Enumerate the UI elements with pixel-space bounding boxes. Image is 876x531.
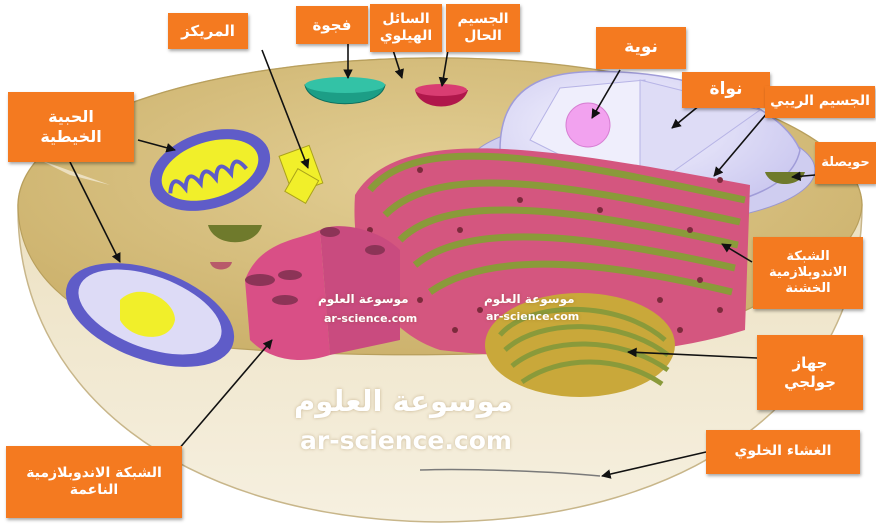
watermark-big-title: موسوعة العلوم [294, 384, 513, 418]
label-smooth-er: الشبكة الاندوبلازمية الناعمة [6, 446, 182, 518]
label-vesicle: حويصلة [815, 142, 876, 184]
label-vacuole: فجوة [296, 6, 368, 44]
label-nucleolus: نوية [596, 27, 686, 69]
label-mitochondrion: الحبية الخيطية [8, 92, 134, 162]
label-cytosol: السائل الهيلوي [370, 4, 442, 52]
label-cell-membrane: الغشاء الخلوي [706, 430, 860, 474]
golgi-apparatus [485, 293, 675, 397]
label-rough-er: الشبكة الاندوبلازمية الخشنة [753, 237, 863, 309]
watermark-small-title-left: موسوعة العلوم [318, 292, 409, 306]
watermark-big-url: ar-science.com [300, 426, 512, 455]
label-lysosome: الجسيم الحال [446, 4, 520, 52]
watermark-small-title-right: موسوعة العلوم [484, 292, 575, 306]
watermark-small-url-left: ar-science.com [324, 312, 417, 325]
label-golgi: جهاز جولجي [757, 335, 863, 410]
nucleolus [566, 103, 610, 147]
label-nucleus: نواة [682, 72, 770, 108]
label-ribosome: الجسيم الريبي [765, 86, 875, 118]
watermark-small-url-right: ar-science.com [486, 310, 579, 323]
label-centrosome: المريكز [168, 13, 248, 49]
